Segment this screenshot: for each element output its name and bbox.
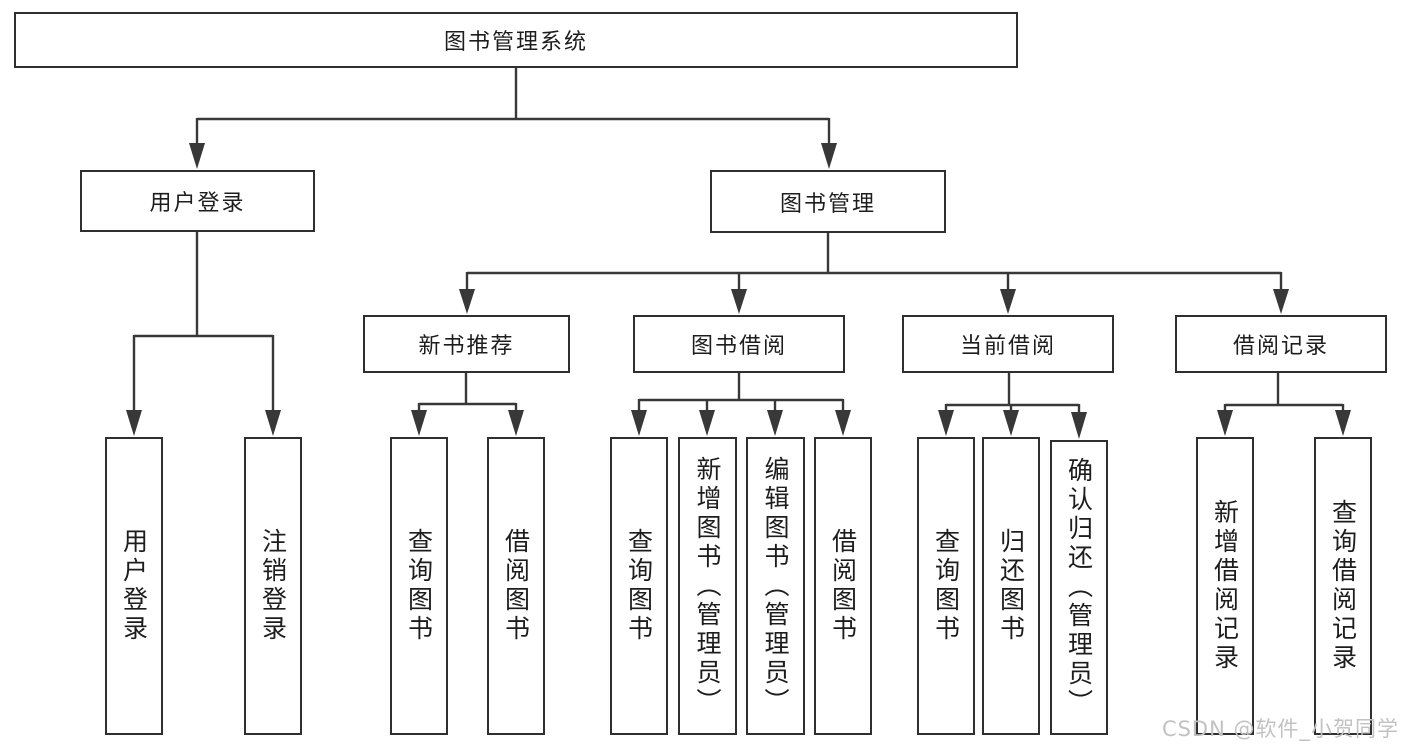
connector-root-to-level2 — [189, 68, 837, 169]
node-borrow-records-label: 借阅记录 — [1232, 334, 1329, 359]
connector-user-login-to-leaves — [126, 232, 281, 436]
leaf-borrow-query-books: 查询图书 — [610, 437, 668, 735]
leaf-user-login-label: 用户登录 — [119, 528, 149, 644]
leaf-edit-books-admin-label: 编辑图书（管理员） — [761, 455, 790, 717]
node-book-borrow-label: 图书借阅 — [690, 334, 787, 359]
leaf-add-borrow-record: 新增借阅记录 — [1196, 437, 1254, 735]
node-book-borrow: 图书借阅 — [633, 315, 845, 373]
leaf-rec-borrow-books-label: 借阅图书 — [501, 528, 531, 644]
node-root-label: 图书管理系统 — [443, 30, 588, 55]
leaf-rec-borrow-books: 借阅图书 — [487, 437, 545, 735]
connector-current-borrow-to-leaves — [938, 373, 1087, 439]
leaf-return-books: 归还图书 — [982, 437, 1040, 735]
leaf-confirm-return-admin: 确认归还（管理员） — [1050, 440, 1108, 735]
leaf-add-books-admin: 新增图书（管理员） — [678, 437, 737, 735]
leaf-current-query-books: 查询图书 — [917, 437, 975, 735]
connector-borrow-records-to-leaves — [1217, 373, 1351, 436]
leaf-rec-query-books: 查询图书 — [390, 437, 448, 735]
leaf-logout: 注销登录 — [244, 437, 302, 735]
connector-book-mgmt-to-level3 — [459, 233, 1289, 314]
leaf-borrow-books-label: 借阅图书 — [828, 528, 858, 644]
leaf-return-books-label: 归还图书 — [996, 528, 1026, 644]
node-borrow-records: 借阅记录 — [1175, 315, 1387, 373]
node-current-borrow: 当前借阅 — [902, 315, 1114, 373]
node-user-login: 用户登录 — [80, 170, 315, 232]
leaf-add-borrow-record-label: 新增借阅记录 — [1210, 499, 1240, 673]
node-new-book-rec-label: 新书推荐 — [418, 334, 515, 359]
node-current-borrow-label: 当前借阅 — [959, 334, 1056, 359]
node-new-book-rec: 新书推荐 — [363, 315, 570, 373]
leaf-confirm-return-admin-label: 确认归还（管理员） — [1064, 457, 1094, 718]
leaf-query-borrow-record: 查询借阅记录 — [1314, 437, 1372, 735]
node-book-mgmt: 图书管理 — [710, 170, 946, 233]
connector-book-borrow-to-leaves — [631, 373, 851, 436]
node-user-login-label: 用户登录 — [149, 191, 246, 216]
leaf-user-login: 用户登录 — [105, 437, 163, 735]
leaf-edit-books-admin: 编辑图书（管理员） — [746, 437, 805, 735]
leaf-borrow-query-books-label: 查询图书 — [624, 528, 654, 644]
node-book-mgmt-label: 图书管理 — [779, 191, 876, 217]
node-root: 图书管理系统 — [14, 12, 1018, 68]
leaf-borrow-books: 借阅图书 — [814, 437, 872, 735]
connector-new-book-rec-to-leaves — [411, 373, 524, 436]
leaf-rec-query-books-label: 查询图书 — [404, 528, 434, 644]
leaf-query-borrow-record-label: 查询借阅记录 — [1328, 499, 1358, 673]
leaf-current-query-books-label: 查询图书 — [931, 528, 961, 644]
leaf-logout-label: 注销登录 — [258, 528, 288, 644]
leaf-add-books-admin-label: 新增图书（管理员） — [693, 455, 722, 717]
csdn-watermark: CSDN @软件_小贺同学 — [1161, 717, 1399, 741]
